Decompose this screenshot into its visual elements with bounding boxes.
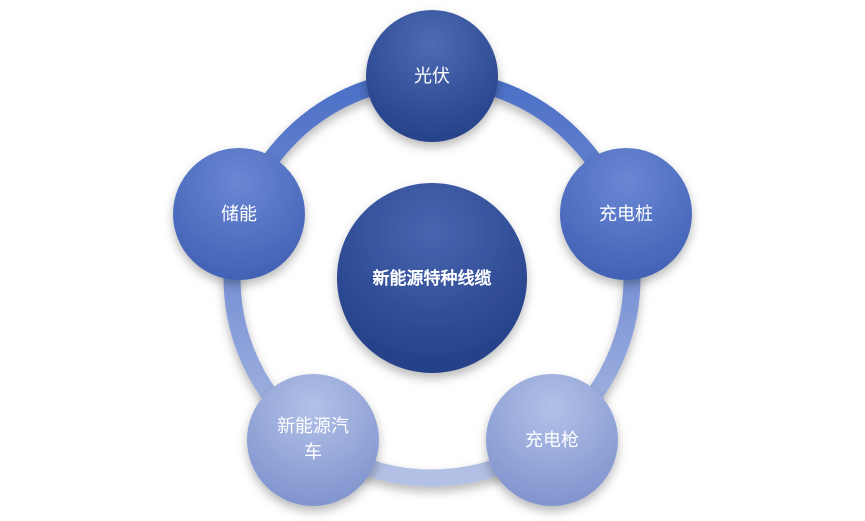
node-left-label: 储能 bbox=[221, 204, 257, 225]
node-bottom-left-label-line: 新能源汽 bbox=[277, 416, 349, 437]
node-left: 储能 bbox=[173, 148, 305, 280]
node-right-circle bbox=[560, 148, 692, 280]
node-top-circle bbox=[366, 10, 498, 142]
node-bottom-left-label: 新能源汽车 bbox=[277, 416, 349, 463]
center-node: 新能源特种线缆 bbox=[337, 183, 527, 373]
node-top-label: 光伏 bbox=[414, 66, 450, 87]
node-bottom-left-circle bbox=[247, 374, 379, 506]
center-node-label: 新能源特种线缆 bbox=[373, 268, 492, 289]
node-top: 光伏 bbox=[366, 10, 498, 142]
node-right-label: 充电桩 bbox=[599, 204, 653, 225]
node-bottom-right: 充电枪 bbox=[486, 374, 618, 506]
node-right: 充电桩 bbox=[560, 148, 692, 280]
node-left-circle bbox=[173, 148, 305, 280]
node-bottom-left-label-line: 车 bbox=[304, 442, 322, 463]
node-bottom-left: 新能源汽车 bbox=[247, 374, 379, 506]
node-bottom-right-circle bbox=[486, 374, 618, 506]
center-node-circle bbox=[337, 183, 527, 373]
node-bottom-right-label: 充电枪 bbox=[525, 430, 579, 451]
